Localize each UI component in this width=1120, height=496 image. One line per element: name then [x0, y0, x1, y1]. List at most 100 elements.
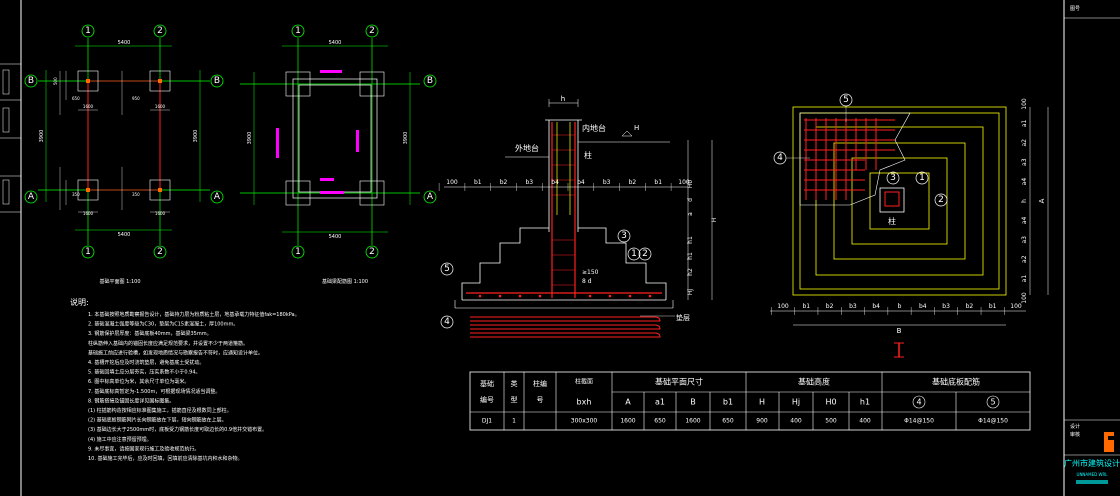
grid-label-1-beam-top: 1 [295, 26, 301, 36]
section-side-dim: H0 [687, 180, 694, 189]
table-bar-mark-icon [912, 395, 926, 409]
table-subhead: B [690, 398, 696, 407]
section-mark-150: ≥150 [582, 269, 599, 276]
section-side-dim: Hj [687, 289, 694, 296]
detail-tag-1 [915, 171, 929, 185]
beam-dim-span-bottom: 5400 [329, 234, 342, 240]
section-tag-3-label: 3 [621, 231, 627, 241]
plan-title-left: 基础平面图 1:100 [100, 278, 141, 285]
table-cell: 650 [654, 418, 666, 425]
table-subhead: b1 [723, 398, 733, 407]
section-H-label: H [634, 124, 639, 132]
plan-dim-depth-left: 3900 [39, 130, 45, 143]
table-cell: DJ1 [482, 418, 492, 425]
table-cell: 1600 [685, 418, 700, 425]
section-dim-h: h [561, 95, 565, 103]
section-bottom-dim: b3 [603, 179, 611, 186]
table-subhead: A [625, 398, 631, 407]
grid-label-B-left: B [28, 76, 34, 86]
grid-label-B-mid: B [214, 76, 220, 86]
grid-bubble-2-beam-bottom [365, 245, 379, 259]
grid-label-A-left: A [28, 192, 35, 202]
detail-bottom-dim: b1 [802, 303, 810, 310]
section-tag-3 [617, 229, 631, 243]
grid-label-A-mid: A [214, 192, 221, 202]
titleblock-company: 广州市建筑设计 [1064, 458, 1120, 468]
detail-side-dim: a3 [1021, 236, 1028, 244]
grid-bubble-2-bottom [153, 245, 167, 259]
footing-dim-1: 500 [53, 77, 58, 85]
note-line: 基础施工前应进行验槽，如发现地质情况与勘察报告不符时，应通知设计单位。 [88, 349, 263, 356]
grid-bubble-2-beam-top [365, 24, 379, 38]
section-tag-1 [627, 247, 641, 261]
table-head: 基础 [480, 379, 494, 388]
table-cell: 650 [722, 418, 734, 425]
grid-bubble-B-mid [210, 74, 224, 88]
company-logo-icon [1104, 432, 1114, 452]
section-tag-2-label: 2 [642, 249, 648, 259]
section-bottom-dim: 100 [446, 179, 458, 186]
grid-bubble-1-bottom [81, 245, 95, 259]
detail-tag-4-label: 4 [777, 153, 783, 163]
detail-side-dim: a1 [1021, 275, 1028, 283]
note-line: 7. 基础底标高暂定为-1.500m，可根据现场情况适当调整。 [88, 388, 220, 395]
table-cell: 900 [756, 418, 768, 425]
section-pad-label: 垫层 [676, 313, 690, 322]
note-line: 柱纵筋伸入基础内的锚固长度应满足规范要求，并设置不少于两道箍筋。 [88, 340, 248, 347]
footing-dim-8: 350 [72, 192, 80, 197]
section-tag-2 [638, 247, 652, 261]
plan-dim-depth-right: 3900 [193, 130, 199, 143]
beam-dim-depth-left: 3900 [247, 132, 253, 145]
table-cell: 1 [512, 418, 516, 425]
note-line: (1) 柱插筋构造按相应标准图集施工，插筋直径及根数同上部柱。 [88, 407, 232, 414]
grid-bubble-B-left [24, 74, 38, 88]
section-outer-label: 外地台 [515, 143, 539, 153]
detail-column-label: 柱 [888, 216, 896, 226]
note-line: (4) 施工中应注意预留预埋。 [88, 436, 152, 443]
section-bottom-dim: b3 [526, 179, 534, 186]
detail-tag-3 [886, 171, 900, 185]
grid-label-1-bottom: 1 [85, 247, 91, 257]
table-cell: 400 [790, 418, 802, 425]
detail-tag-1-label: 1 [919, 173, 925, 183]
grid-bubble-B-right [423, 74, 437, 88]
grid-bubble-A-left [24, 190, 38, 204]
detail-side-dim: a2 [1021, 139, 1028, 147]
detail-bottom-dim: b3 [849, 303, 857, 310]
beam-dim-depth-right: 3900 [403, 132, 409, 145]
table-subhead: 4 [916, 398, 921, 407]
table-head: 柱编 [533, 379, 547, 388]
grid-label-2-bottom: 2 [157, 247, 163, 257]
section-bottom-dim: b4 [551, 179, 559, 186]
grid-bubble-A-mid [210, 190, 224, 204]
detail-dim-B: B [897, 327, 902, 335]
grid-label-A-right: A [427, 192, 434, 202]
detail-side-dim: a2 [1021, 255, 1028, 263]
table-cell: 500 [825, 418, 837, 425]
section-tag-4-label: 4 [444, 317, 450, 327]
notes-title: 说明: [70, 297, 89, 307]
table-subhead: a1 [655, 398, 665, 407]
detail-bottom-dim: 100 [777, 303, 789, 310]
footing-dim-5: 1600 [155, 211, 166, 216]
plan-title-right: 基础梁配筋图 1:100 [322, 278, 368, 285]
section-tag-1-label: 1 [631, 249, 637, 259]
grid-label-1-top: 1 [85, 26, 91, 36]
section-side-dim: H [711, 218, 718, 223]
table-cell: 300x300 [571, 418, 598, 425]
grid-bubble-A-right [423, 190, 437, 204]
foundation-plan: 5400 5400 3900 3900 [24, 24, 224, 285]
detail-dim-A: A [1038, 198, 1046, 203]
notes-block: 说明: 1. 本基础按照地质勘察报告设计，基础持力层为粉质粘土层，地基承载力特征… [70, 297, 300, 462]
footing-dim-4: 1600 [83, 211, 94, 216]
section-bottom-dim: b2 [629, 179, 637, 186]
note-line: 4. 基槽开挖后应及时浇筑垫层，避免基底土受扰动。 [88, 359, 204, 366]
detail-bottom-dim: b2 [966, 303, 974, 310]
section-bottom-dim: b2 [500, 179, 508, 186]
grid-label-2-beam-top: 2 [369, 26, 375, 36]
detail-side-dim: a4 [1021, 216, 1028, 224]
table-head: 类 [511, 379, 518, 388]
detail-bottom-dim: 100 [1010, 303, 1022, 310]
table-subhead: 5 [990, 398, 995, 407]
svg-text:设计: 设计 [1070, 423, 1080, 430]
